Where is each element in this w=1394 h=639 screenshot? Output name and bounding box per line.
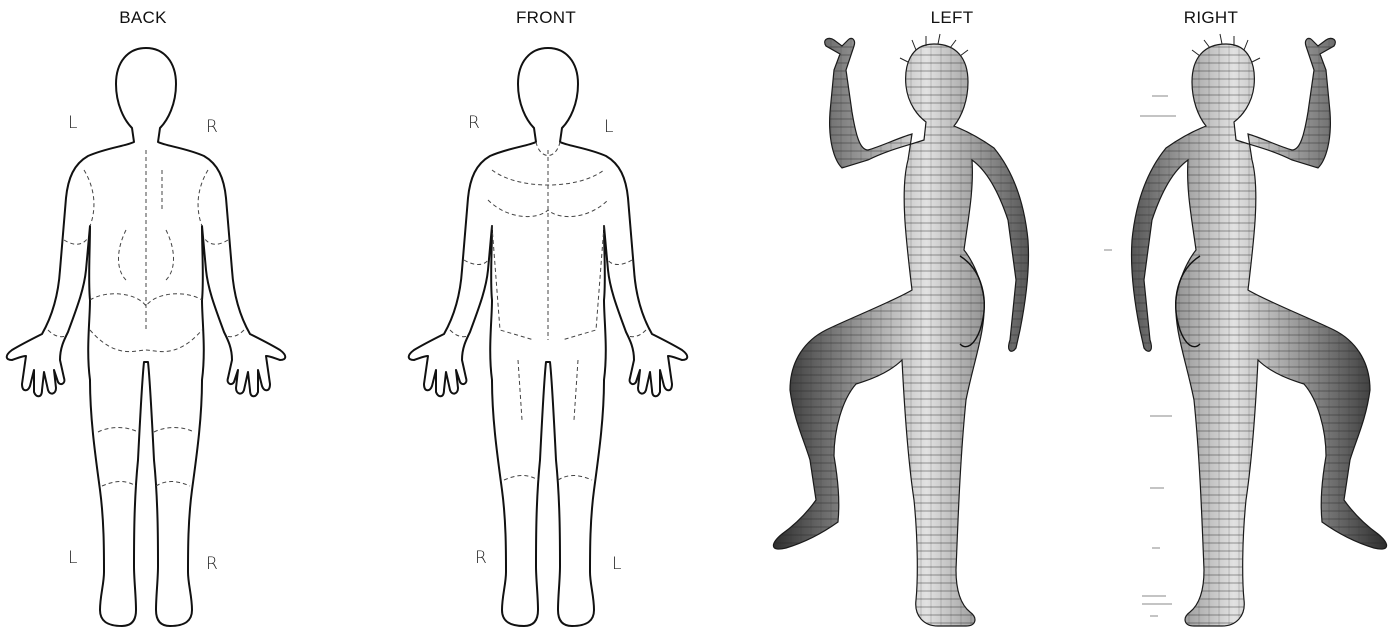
- front-body-outline: [409, 48, 688, 626]
- left-side-mannequin: [773, 34, 1028, 626]
- back-body-outline: [7, 48, 286, 626]
- right-side-mannequin: [1131, 34, 1386, 626]
